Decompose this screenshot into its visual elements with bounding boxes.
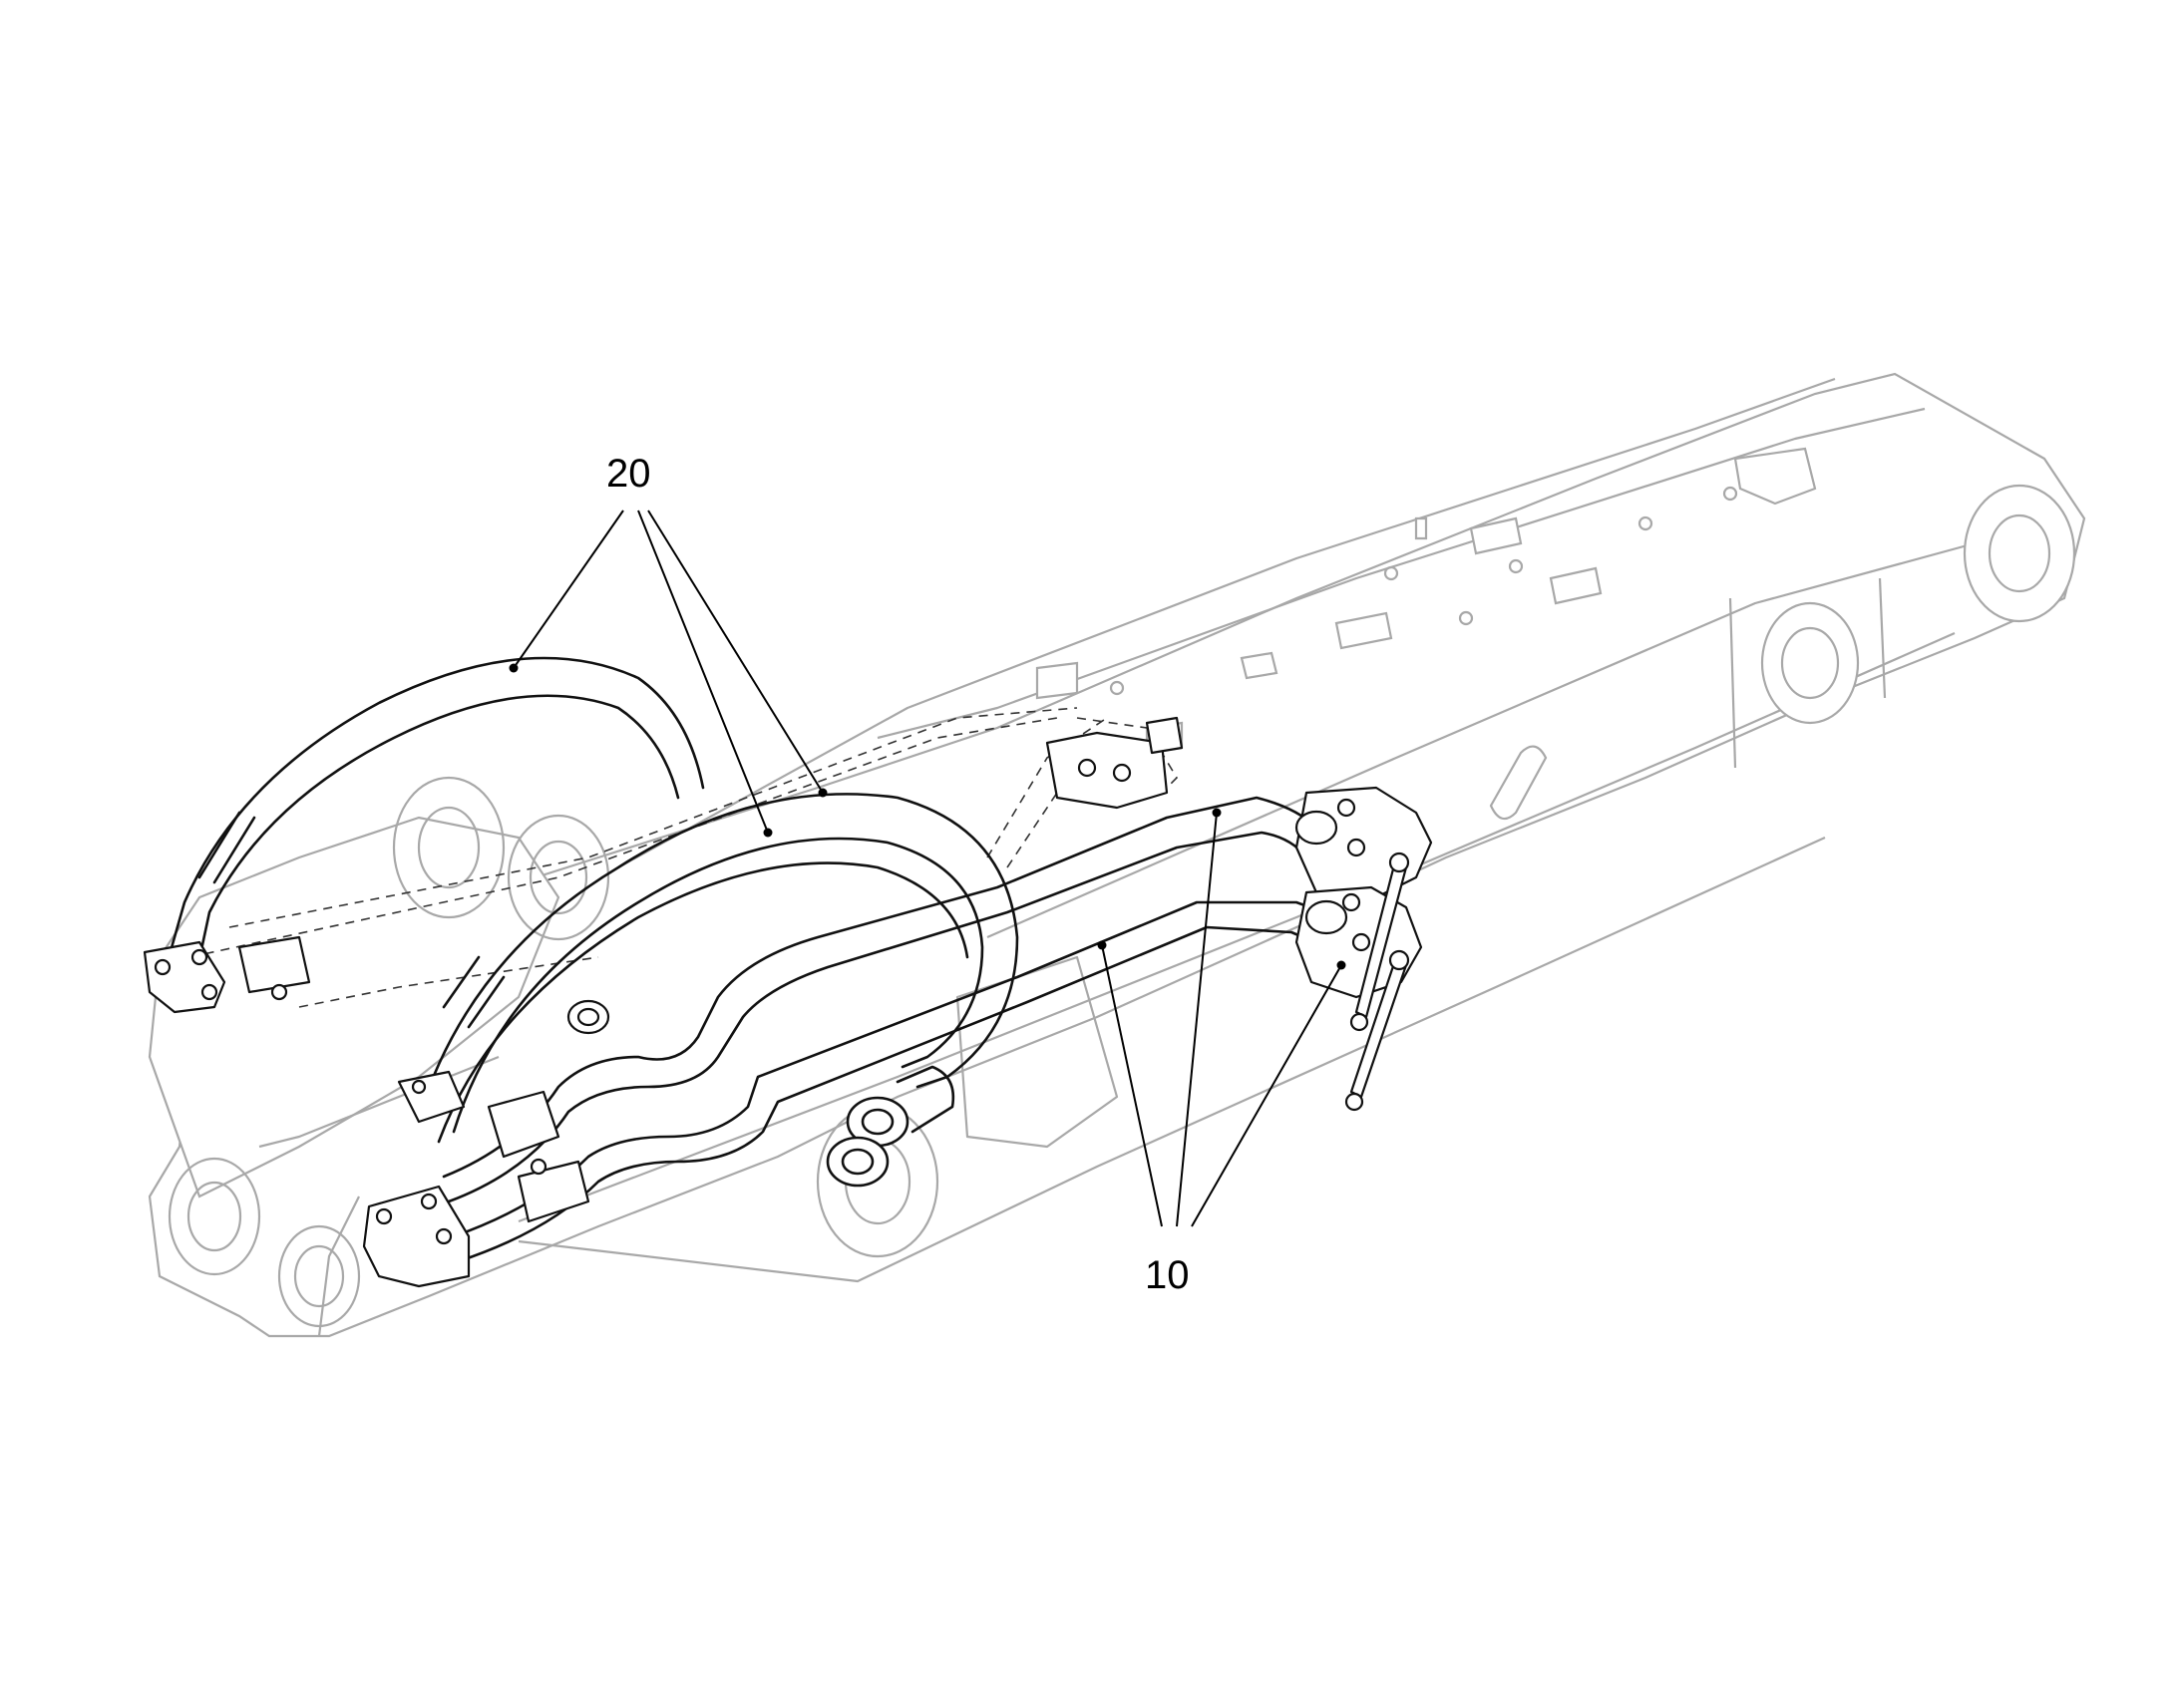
hose-20-rear-sleeve bbox=[197, 811, 256, 884]
boom-top-plate-edge bbox=[617, 377, 1836, 868]
hose-20-rear-inner bbox=[192, 694, 680, 984]
leader-10-c bbox=[1191, 964, 1342, 1227]
hose-20-rear-bolt-3 bbox=[200, 983, 218, 1001]
side-slot bbox=[1489, 745, 1548, 821]
boom-bottom-edge bbox=[518, 836, 1826, 1283]
top-stud-1 bbox=[1383, 565, 1399, 581]
valve-lever-knob-lower bbox=[1344, 1092, 1364, 1112]
tube-clamp-lower bbox=[517, 1160, 590, 1223]
valve-lever-knob-upper bbox=[1349, 1012, 1369, 1032]
hose-assembly-20-rear bbox=[143, 656, 705, 1014]
leader-10-b bbox=[1176, 812, 1218, 1227]
top-pad-4 bbox=[1334, 611, 1393, 650]
boom-side-plate-upper bbox=[986, 541, 1976, 939]
tube-10-front-bolt-1 bbox=[375, 1207, 393, 1225]
front-pin-bore-left bbox=[168, 1157, 261, 1276]
leader-10-dot-b bbox=[1212, 808, 1222, 818]
mid-pivot-bore bbox=[1780, 626, 1840, 700]
leader-10-a bbox=[1101, 944, 1163, 1227]
top-stud-3 bbox=[1458, 610, 1474, 626]
rear-pivot-boss bbox=[1963, 484, 2076, 623]
mid-pivot-boss bbox=[1760, 601, 1860, 725]
top-pad-6 bbox=[1035, 661, 1079, 700]
valve-bolt-2 bbox=[1346, 838, 1366, 857]
front-pin-bore-right-inner bbox=[293, 1244, 345, 1308]
top-valve-port-2 bbox=[1112, 763, 1132, 783]
cylinder-lug-bore-2-inner bbox=[529, 840, 588, 915]
top-stud-5 bbox=[1722, 486, 1738, 502]
cylinder-lug-bore-1-inner bbox=[417, 806, 481, 889]
leader-20-b bbox=[637, 510, 769, 834]
leader-10-dot-a bbox=[1097, 940, 1107, 950]
lower-pocket bbox=[955, 955, 1119, 1149]
tube-assembly-10 bbox=[362, 796, 1343, 1288]
cylinder-lug-bore-1 bbox=[392, 776, 506, 919]
front-fitting-port bbox=[270, 983, 288, 1001]
front-fitting-block bbox=[237, 935, 311, 994]
leader-20-a bbox=[513, 510, 624, 669]
front-nose-plate-left bbox=[148, 816, 560, 1198]
top-pad-2 bbox=[1469, 516, 1523, 555]
front-pin-bore-left-inner bbox=[186, 1181, 242, 1252]
valve-port-2 bbox=[1304, 899, 1348, 935]
hose-20-end-crimp bbox=[896, 1065, 955, 1134]
hose-20-front-sleeve bbox=[442, 955, 506, 1029]
top-valve-port-1 bbox=[1077, 758, 1097, 778]
tube-clamp-upper bbox=[487, 1090, 560, 1159]
top-pad-3 bbox=[1549, 566, 1603, 605]
valve-lever-pivot-upper bbox=[1388, 852, 1410, 873]
top-pad-1 bbox=[1733, 447, 1817, 506]
top-stud-6 bbox=[1109, 680, 1125, 696]
hidden-line-6 bbox=[298, 956, 599, 1008]
top-pad-8 bbox=[1414, 516, 1428, 540]
top-stud-4 bbox=[1637, 515, 1653, 531]
leader-20-dot-a bbox=[509, 663, 519, 673]
callout-label-10: 10 bbox=[1145, 1253, 1190, 1297]
hose-20-rear-bolt-2 bbox=[190, 948, 208, 966]
hidden-line-3 bbox=[986, 717, 1108, 858]
leader-20-dot-c bbox=[818, 788, 828, 798]
valve-lever-pivot-lower bbox=[1388, 949, 1410, 971]
rear-web bbox=[1728, 577, 1887, 769]
top-valve-block bbox=[1045, 731, 1169, 810]
top-stud-2 bbox=[1508, 558, 1524, 574]
tube-clamp-bolt bbox=[530, 1158, 547, 1176]
hidden-line-2 bbox=[228, 707, 1078, 928]
boom-top-plate-edge-2 bbox=[877, 407, 1926, 740]
tube-10-lower-b bbox=[457, 925, 1328, 1263]
hose-20-end-bore-1 bbox=[861, 1108, 895, 1136]
front-pin-bore-right bbox=[277, 1224, 361, 1328]
fittings bbox=[237, 716, 1184, 1035]
rear-pivot-bore bbox=[1988, 513, 2051, 593]
leader-20-dot-b bbox=[763, 828, 773, 838]
hose-20-front-inner bbox=[452, 837, 984, 1134]
top-bracket bbox=[1145, 716, 1184, 755]
tube-10-front-bolt-3 bbox=[435, 1227, 453, 1245]
cylinder-lug-bore-2 bbox=[507, 814, 610, 941]
hose-20-end-bore-2 bbox=[841, 1148, 875, 1176]
hose-20-end-fitting-2 bbox=[826, 1136, 890, 1188]
valve-bolt-3 bbox=[1341, 892, 1361, 912]
hose-20-rear-bolt-1 bbox=[154, 958, 172, 976]
tube-10-front-bolt-2 bbox=[420, 1193, 438, 1210]
callout-label-20: 20 bbox=[606, 452, 651, 496]
boom-structure bbox=[148, 372, 2086, 1338]
hose-20-front-outer-2 bbox=[437, 861, 969, 1144]
hose-assembly-20-front bbox=[417, 793, 1019, 1188]
mid-flange-inner bbox=[576, 1007, 600, 1027]
callout-leaders bbox=[509, 510, 1346, 1227]
leader-10-dot-c bbox=[1336, 960, 1346, 970]
boom-body-outline bbox=[148, 372, 2086, 1338]
valve-bolt-4 bbox=[1351, 932, 1371, 952]
top-pad-5 bbox=[1240, 651, 1278, 680]
leader-20-c bbox=[647, 510, 824, 794]
valve-bolt-1 bbox=[1336, 798, 1356, 818]
valve-port-1 bbox=[1294, 810, 1338, 846]
rear-valve-block bbox=[1294, 786, 1433, 1112]
tube-10-front-bolt-4 bbox=[411, 1079, 427, 1095]
